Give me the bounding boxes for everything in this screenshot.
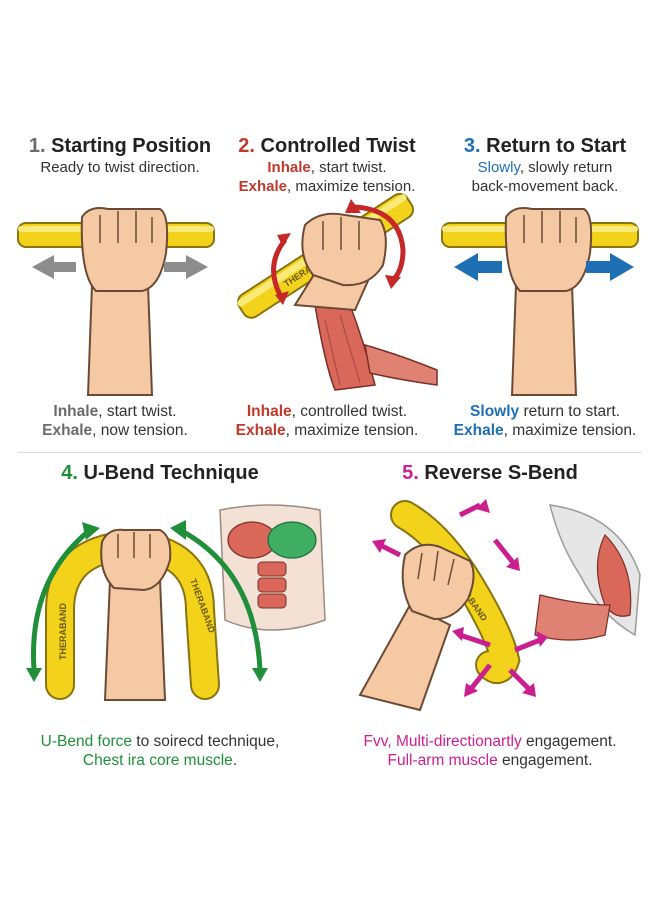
panel3-sub1-hl: Slowly: [477, 159, 520, 176]
panel2-cap1-rest: , controlled twist.: [291, 403, 408, 420]
forearm-muscle-icon: [314, 304, 438, 391]
chest-muscle-icon: [219, 504, 326, 631]
panel3-subtitle-line2: back-movement back.: [471, 178, 619, 195]
twist-arrow-icon: [378, 502, 541, 692]
panel4-caption-line2: Chest ira core muscle.: [10, 751, 310, 771]
panel5-cap1-hl: Multi-directionartly: [395, 733, 522, 750]
panel2-number: 2.: [238, 135, 255, 157]
panel3-subtitle-line1: Slowly, slowly return: [440, 158, 650, 177]
panel2-illustration: THERABAND: [237, 192, 438, 391]
panel5-cap1-rest: engagement.: [521, 733, 617, 750]
panel2-sub1-rest: , start twist.: [310, 159, 387, 176]
section-divider: [18, 452, 642, 453]
hand-icon: [293, 212, 387, 312]
panel2-sub2-rest: , maximize tension.: [286, 178, 416, 195]
panel5-cap1-pre: Fvv,: [363, 733, 396, 750]
panel2-cap1-hl: Inhale: [246, 403, 292, 420]
arrow-right-icon: [586, 253, 634, 281]
panel4-bar-brand-left: THERABAND: [58, 603, 68, 660]
panel2-title-text: Controlled Twist: [260, 135, 416, 157]
panel1-illustration: [17, 207, 215, 396]
panel1-title-text: Starting Position: [51, 135, 212, 157]
panel3-cap1-rest: return to start.: [519, 403, 620, 420]
panel3-title-text: Return to Start: [486, 135, 627, 157]
arrow-right-icon: [164, 255, 208, 279]
panel1-subtitle: Ready to twist direction.: [40, 159, 200, 176]
panel4-illustration: THERABAND THERABAND: [26, 504, 326, 701]
panel5-illustration: THERABAND: [358, 499, 641, 712]
panel4-title: 4. U-Bend Technique: [30, 462, 290, 485]
panel2-subtitle-line2: Exhale, maximize tension.: [222, 177, 432, 196]
panel2-cap2-rest: , maximize tension.: [285, 422, 419, 439]
panel1-number: 1.: [28, 135, 46, 157]
panel1-caption-line1: Inhale, start twist.: [15, 402, 215, 422]
panel1-cap1-rest: , start twist.: [98, 403, 177, 420]
arm-muscle-icon: [534, 504, 641, 641]
panel5-number: 5.: [402, 462, 419, 484]
panel5-caption-line1: Fvv, Multi-directionartly engagement.: [340, 732, 640, 752]
panel3-cap2-hl: Exhale: [453, 422, 504, 439]
panel3-caption-line2: Exhale, maximize tension.: [440, 421, 650, 441]
panel5-cap2-rest: engagement.: [497, 752, 593, 769]
panel1-title: 1. Starting Position: [20, 135, 220, 158]
panel2-sub2-hl: Exhale: [238, 178, 287, 195]
panel2-caption-line2: Exhale, maximize tension.: [222, 421, 432, 441]
twist-arrow-icon: [30, 527, 263, 671]
panel5-cap2-hl: Full-arm muscle: [387, 752, 498, 769]
panel3-illustration: [441, 207, 639, 396]
panel4-cap1-rest: to soirecd technique,: [131, 733, 280, 750]
panel2-title: 2. Controlled Twist: [222, 135, 432, 158]
panel4-cap2-rest: .: [232, 752, 238, 769]
panel2-cap2-hl: Exhale: [235, 422, 286, 439]
panel5-title-text: Reverse S-Bend: [424, 462, 578, 484]
panel2-sub1-hl: Inhale: [267, 159, 311, 176]
panel3-number: 3.: [463, 135, 481, 157]
hand-icon: [358, 543, 475, 712]
arrow-left-icon: [32, 255, 76, 279]
panel1-cap2-rest: , now tension.: [92, 422, 188, 439]
panel3-caption-line1: Slowly return to start.: [440, 402, 650, 422]
panel1-cap2-hl: Exhale: [42, 422, 93, 439]
panel4-caption-line1: U-Bend force to soirecd technique,: [10, 732, 310, 752]
panel3-cap1-hl: Slowly: [470, 403, 520, 420]
panel1-caption-line2: Exhale, now tension.: [15, 421, 215, 441]
panel5-title: 5. Reverse S-Bend: [360, 462, 620, 485]
hand-icon: [80, 207, 169, 396]
panel3-sub1-rest: , slowly return: [519, 159, 613, 176]
panel4-cap1-hl: U-Bend force: [40, 733, 132, 750]
panel2-caption-line1: Inhale, controlled twist.: [222, 402, 432, 422]
panel3-cap2-rest: , maximize tension.: [503, 422, 637, 439]
panel4-number: 4.: [61, 462, 78, 484]
panel3-title: 3. Return to Start: [440, 135, 650, 158]
hand-icon: [504, 207, 593, 396]
hand-icon: [100, 528, 172, 701]
panel5-caption-line2: Full-arm muscle engagement.: [340, 751, 640, 771]
arrow-left-icon: [454, 253, 502, 281]
panel4-cap2-hl: Chest ira core muscle: [82, 752, 233, 769]
panel1-cap1-hl: Inhale: [53, 403, 99, 420]
panel2-subtitle-line1: Inhale, start twist.: [222, 158, 432, 177]
panel4-title-text: U-Bend Technique: [83, 462, 259, 484]
